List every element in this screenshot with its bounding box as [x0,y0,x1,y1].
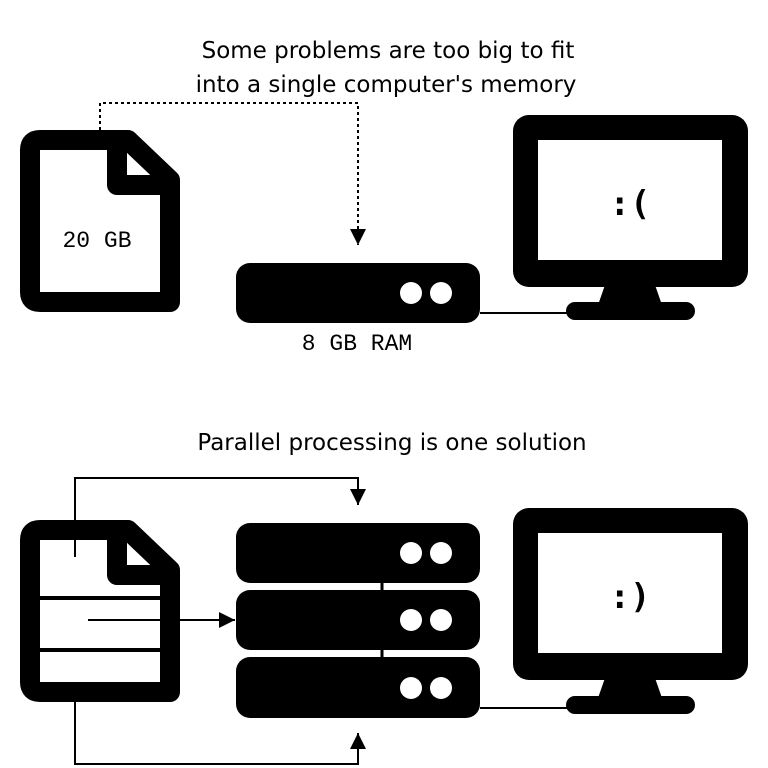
caption-line-2: into a single computer's memory [196,72,577,98]
file-size-label: 20 GB [62,228,131,254]
file-icon [20,130,180,312]
server-icon-3 [236,657,480,718]
caption-parallel: Parallel processing is one solution [197,430,586,456]
dotted-arrow [99,102,366,245]
happy-face: :) [610,577,651,617]
caption-line-1: Some problems are too big to fit [202,38,575,64]
server-icon [236,263,480,323]
monitor-icon [513,115,748,320]
arrow-top-chunk [74,477,366,557]
sad-face: :( [610,184,651,224]
server-icon-2 [236,590,480,650]
server-icon-1 [236,523,480,583]
monitor-icon-2 [513,508,748,714]
arrow-bottom-chunk [74,684,366,765]
file-icon-split [20,520,180,702]
ram-label: 8 GB RAM [302,331,412,357]
